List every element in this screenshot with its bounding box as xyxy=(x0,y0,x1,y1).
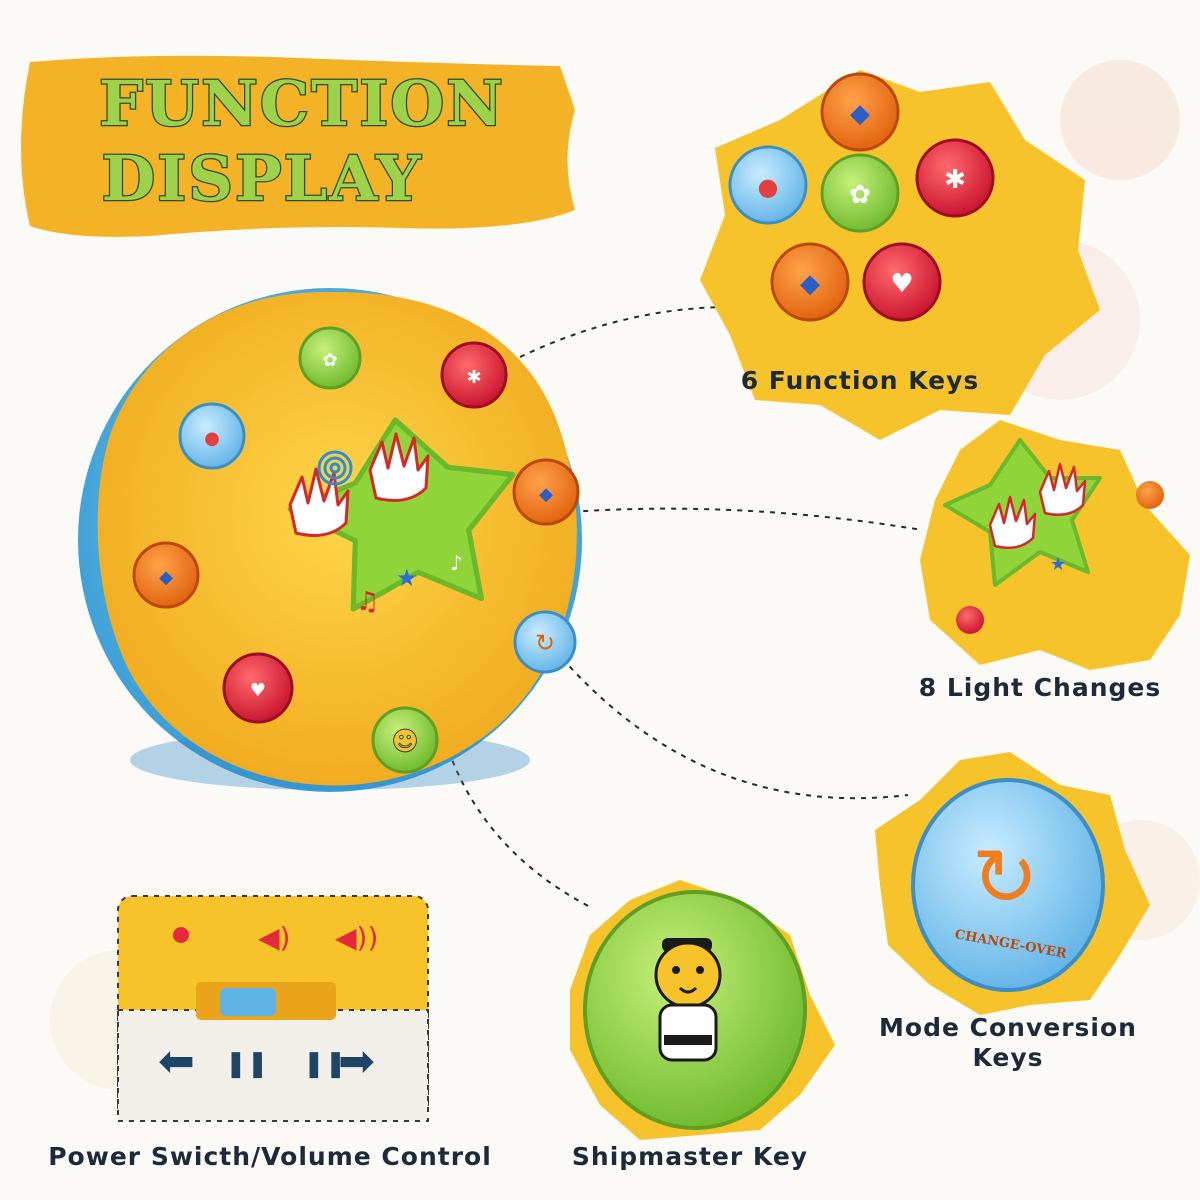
detail-key-green: ✿ xyxy=(820,153,900,233)
label-function-keys: 6 Function Keys xyxy=(740,366,980,395)
title-line-2: DISPLAY xyxy=(101,142,422,215)
label-power-volume: Power Swicth/Volume Control xyxy=(48,1142,492,1171)
toy-key-green[interactable]: ✿ xyxy=(298,326,362,390)
arrow-right-icon: ➡ xyxy=(338,1036,375,1087)
toy-key-orange[interactable]: ◆ xyxy=(512,458,580,526)
svg-text:✿: ✿ xyxy=(849,180,871,210)
svg-text:☻: ☻ xyxy=(391,727,418,757)
change-over-arrows-icon: ↻ xyxy=(971,831,1038,924)
detail-function-keys: ◆ ● ✿ ✱ ◆ ♥ xyxy=(700,70,1100,440)
toy-key-red[interactable]: ✱ xyxy=(440,341,508,409)
toy-key-orange[interactable]: ◆ xyxy=(132,541,200,609)
hand-icon xyxy=(368,432,430,502)
svg-text:✱: ✱ xyxy=(466,367,481,388)
svg-text:●: ● xyxy=(204,428,220,449)
svg-text:●: ● xyxy=(758,173,779,201)
title-banner xyxy=(21,55,575,237)
hand-icon xyxy=(288,467,350,537)
detail-power-switch: ◀) ◀)) ⬅ ❚❚ ❚❚ ➡ xyxy=(117,895,429,1122)
swirl-icon xyxy=(317,450,353,486)
svg-text:♥: ♥ xyxy=(890,269,913,299)
callout-mode-keys xyxy=(554,649,909,800)
svg-text:◆: ◆ xyxy=(539,484,553,505)
toy-key-shipmaster[interactable]: ☻ xyxy=(371,706,439,774)
svg-text:◆: ◆ xyxy=(850,99,870,129)
svg-text:◆: ◆ xyxy=(800,269,820,299)
tiger-sailor-icon xyxy=(654,938,722,1062)
label-mode-conversion: Mode Conversion Keys xyxy=(879,1013,1137,1072)
toy-key-lightblue[interactable]: ● xyxy=(178,402,246,470)
label-shipmaster: Shipmaster Key xyxy=(571,1142,809,1171)
speaker-icon: ◀) xyxy=(258,921,290,954)
power-dot-icon xyxy=(173,927,189,943)
svg-text:✱: ✱ xyxy=(944,165,966,195)
music-note-icon: ♫ xyxy=(356,587,379,617)
svg-text:↻: ↻ xyxy=(535,629,555,657)
svg-text:◆: ◆ xyxy=(159,567,173,588)
pause-icon: ❚❚ xyxy=(303,1049,347,1079)
detail-shipmaster-key xyxy=(570,880,835,1140)
detail-key-lightblue: ● xyxy=(728,145,808,225)
speaker-icon: ◀)) xyxy=(335,921,378,954)
toy-key-mode[interactable]: ↻ xyxy=(513,610,577,674)
music-note-icon: ♪ xyxy=(450,551,463,575)
star-icon: ★ xyxy=(396,564,418,592)
toy-main: ♫ ★ ♪ ✿ ✱ ● ◆ ◆ xyxy=(78,288,582,792)
title-line-1: FUNCTION xyxy=(99,67,505,140)
svg-text:♥: ♥ xyxy=(250,680,266,701)
detail-mode-key: ↻ CHANGE-OVER xyxy=(875,752,1150,1015)
arrow-left-icon: ⬅ xyxy=(158,1036,195,1087)
callout-lines xyxy=(444,306,923,909)
detail-key-red: ♥ xyxy=(862,242,942,322)
callout-shipmaster xyxy=(444,739,593,909)
pause-icon: ❚❚ xyxy=(225,1049,269,1079)
detail-key-orange: ◆ xyxy=(770,242,850,322)
detail-key-orange: ◆ xyxy=(820,72,900,152)
svg-text:★: ★ xyxy=(1050,554,1066,575)
label-light-changes: 8 Light Changes xyxy=(918,673,1162,702)
callout-light-changes xyxy=(451,507,923,531)
toy-key-red[interactable]: ♥ xyxy=(222,652,294,724)
svg-text:✿: ✿ xyxy=(322,350,337,371)
detail-light-changes: ★ xyxy=(920,420,1190,670)
detail-key-red: ✱ xyxy=(915,138,995,218)
